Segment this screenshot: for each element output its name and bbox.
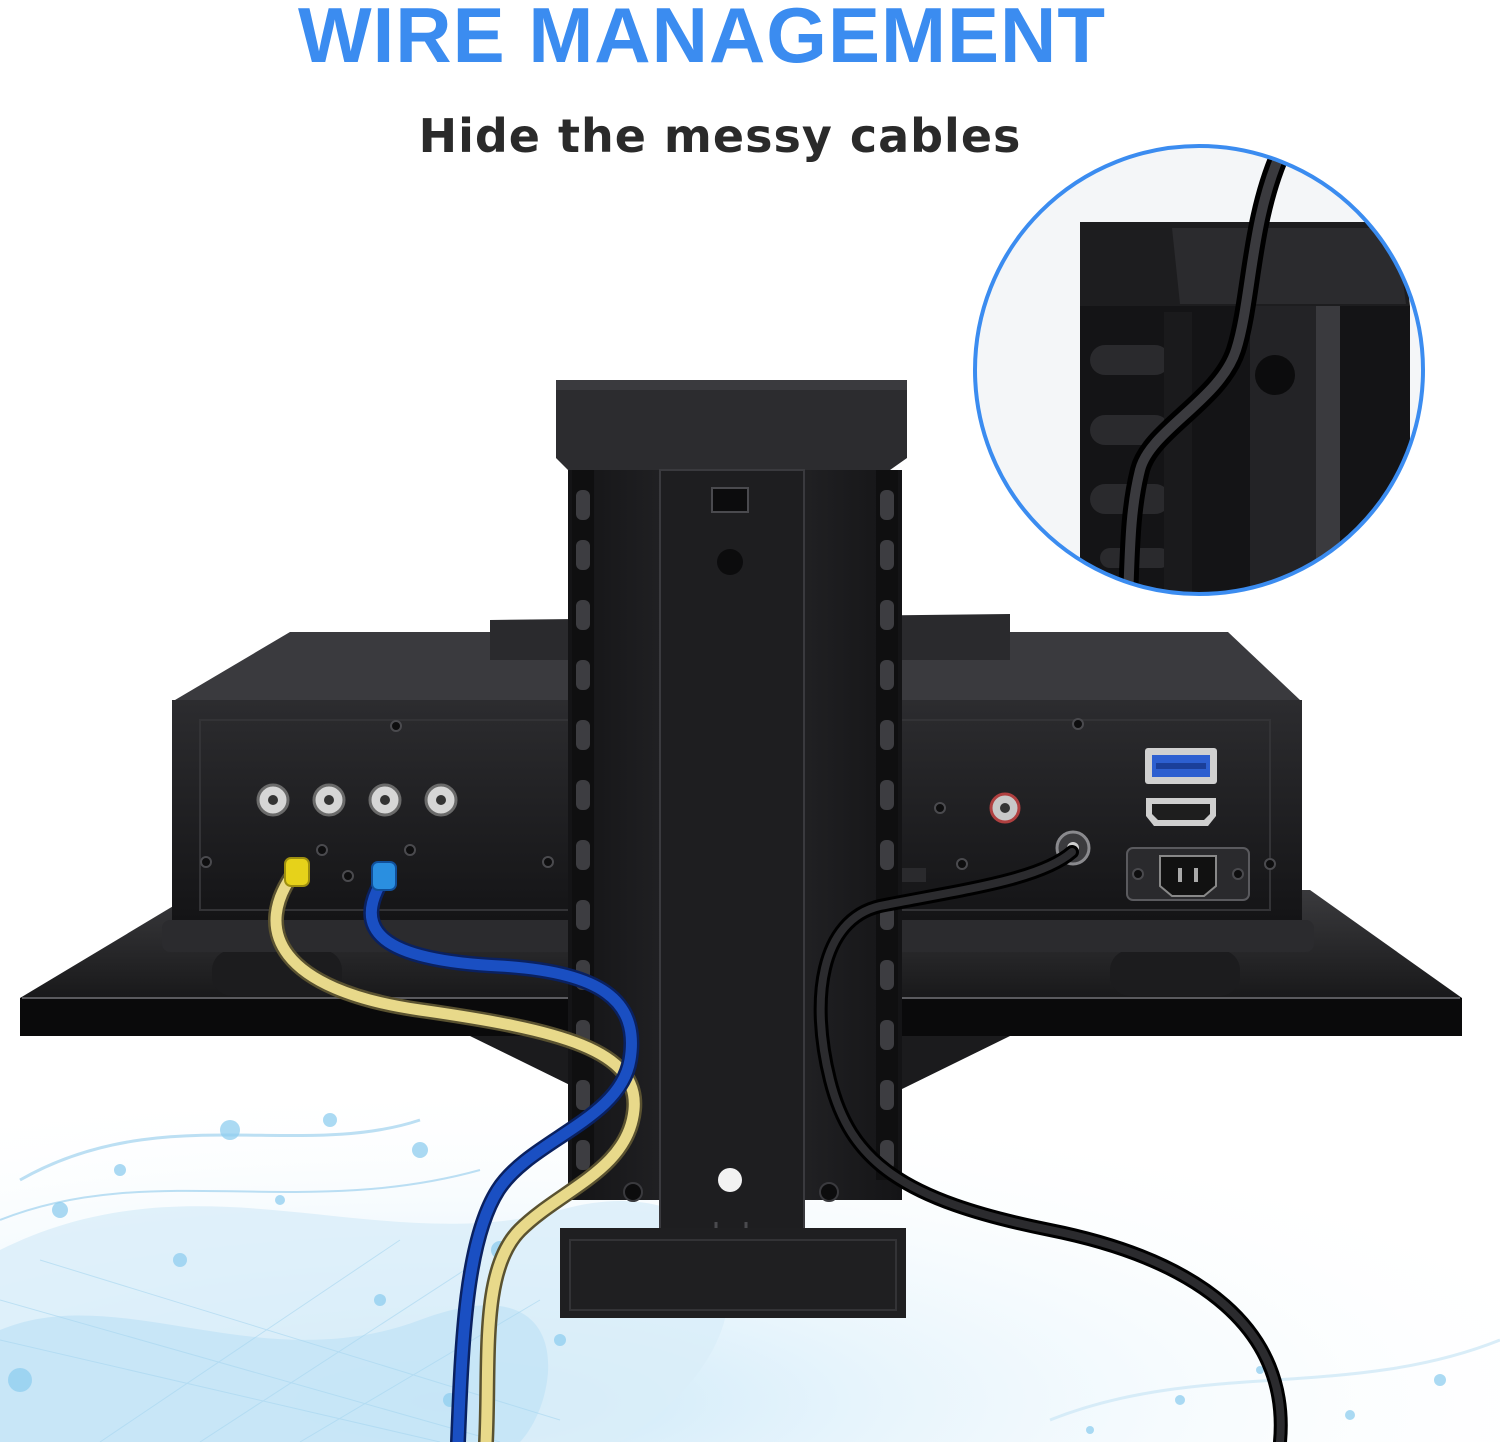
headline: WIRE MANAGEMENT xyxy=(298,0,1106,79)
rca-jack-row xyxy=(256,783,1021,824)
cable-clip-detail-inset xyxy=(973,144,1425,596)
cables xyxy=(268,845,1288,1442)
cable-management-column xyxy=(556,380,907,1318)
blue-av-cable xyxy=(363,861,640,1442)
power-socket-icon xyxy=(1126,847,1250,901)
black-power-cable xyxy=(813,845,1288,1442)
hdmi-port-icon xyxy=(1146,798,1216,826)
water-splash-background xyxy=(0,1040,1500,1442)
usb-port-icon xyxy=(1145,748,1217,784)
subheadline: Hide the messy cables xyxy=(418,109,1022,163)
yellow-av-cable xyxy=(268,857,643,1442)
